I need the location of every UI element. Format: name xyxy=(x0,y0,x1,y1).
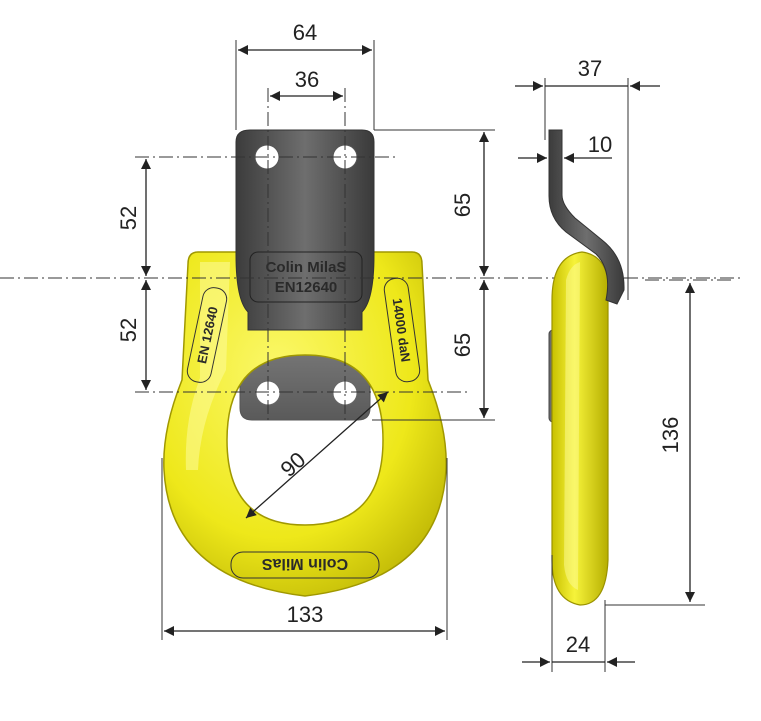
dim-10: 10 xyxy=(588,132,612,157)
plate-label-frame xyxy=(249,251,363,303)
dim-136: 136 xyxy=(658,417,683,454)
dim-36: 36 xyxy=(295,67,319,92)
side-ring-highlight xyxy=(564,262,580,590)
ring-bottom-label-frame xyxy=(230,551,380,579)
dim-line-90 xyxy=(245,391,389,519)
dim-133: 133 xyxy=(287,602,324,627)
plate-standard: EN12640 xyxy=(275,279,338,296)
dim-24: 24 xyxy=(566,632,590,657)
dim-65-bottom: 65 xyxy=(450,333,475,357)
ring-right-label-frame xyxy=(383,277,421,383)
dim-52-top: 52 xyxy=(116,206,141,230)
dim-52-bottom: 52 xyxy=(116,318,141,342)
ring-highlight xyxy=(185,262,230,470)
side-view-ring xyxy=(551,251,610,606)
side-view-plate xyxy=(548,129,625,305)
dim-37: 37 xyxy=(578,56,602,81)
mounting-plate xyxy=(235,129,375,331)
dim-64: 64 xyxy=(293,20,317,45)
ring-bottom-marking: Colin MilaS xyxy=(262,555,349,572)
plate-brand: Colin MilaS xyxy=(266,259,347,276)
dim-90: 90 xyxy=(276,447,311,482)
dim-65-top: 65 xyxy=(450,193,475,217)
ring-left-label-frame xyxy=(186,287,228,383)
